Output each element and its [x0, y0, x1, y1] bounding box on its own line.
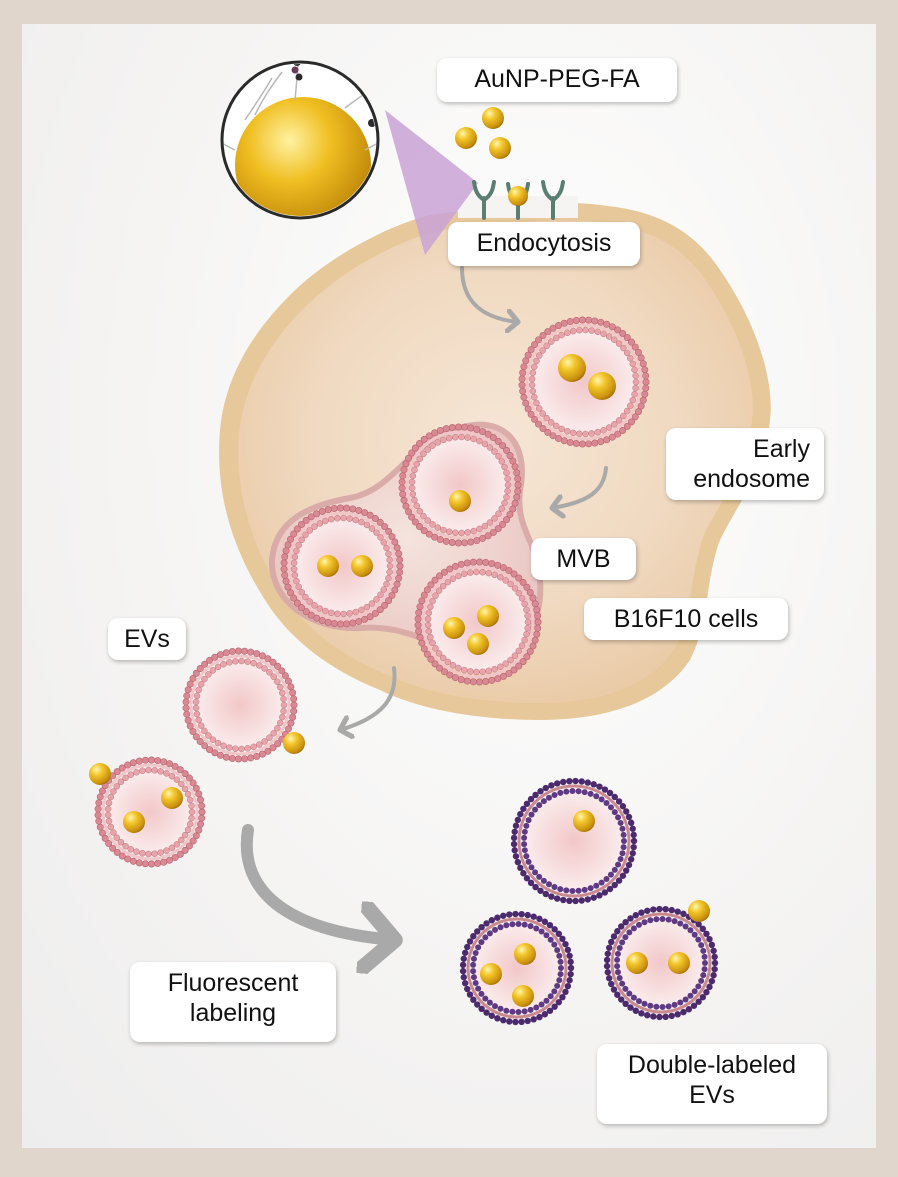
- free-nanoparticles: [455, 107, 511, 159]
- gold-nanoparticle-icon: [512, 985, 534, 1007]
- zoom-cone: [385, 110, 478, 255]
- gold-nanoparticle-icon: [449, 490, 471, 512]
- vesicle-icon: [280, 504, 404, 628]
- gold-nanoparticle-icon: [443, 617, 465, 639]
- label-aunp-peg-fa: AuNP-PEG-FA: [437, 58, 677, 102]
- gold-nanoparticle-icon: [482, 107, 504, 129]
- gold-nanoparticle-icon: [317, 555, 339, 577]
- label-fluorescent-labeling: Fluorescent labeling: [130, 962, 336, 1042]
- gold-nanoparticle-icon: [573, 810, 595, 832]
- label-double-labeled-evs: Double-labeled EVs: [597, 1044, 827, 1124]
- gold-nanoparticle-icon: [351, 555, 373, 577]
- gold-nanoparticle-icon: [489, 137, 511, 159]
- label-early-endosome: Early endosome: [666, 428, 824, 500]
- label-mvb: MVB: [531, 538, 636, 580]
- folate-receptor-icon: [472, 180, 496, 220]
- gold-nanoparticle-icon: [467, 633, 489, 655]
- vesicle-icon: [398, 423, 522, 547]
- vesicle-icon: [459, 910, 575, 1026]
- vesicle-icon: [414, 558, 542, 686]
- gold-nanoparticle-icon: [455, 127, 477, 149]
- label-endocytosis: Endocytosis: [448, 222, 640, 266]
- label-b16f10-cells: B16F10 cells: [584, 598, 788, 640]
- curved-arrow-icon: [240, 824, 395, 940]
- nanoparticle-zoom-inset: [220, 60, 380, 220]
- vesicle-icon: [510, 777, 638, 905]
- gold-nanoparticle-icon: [588, 372, 616, 400]
- vesicles: [89, 316, 719, 1026]
- gold-nanoparticle-icon: [514, 943, 536, 965]
- gold-nanoparticle-icon: [558, 354, 586, 382]
- curved-arrow-icon: [460, 266, 518, 322]
- label-evs: EVs: [108, 618, 186, 660]
- vesicle-icon: [89, 756, 206, 868]
- gold-nanoparticle-icon: [477, 605, 499, 627]
- gold-nanoparticle-icon: [161, 787, 183, 809]
- gold-nanoparticle-icon: [668, 952, 690, 974]
- gold-nanoparticle-icon: [480, 963, 502, 985]
- curved-arrow-icon: [552, 466, 608, 508]
- vesicle-icon: [518, 316, 650, 448]
- gold-nanoparticle-icon: [508, 186, 528, 206]
- gold-nanoparticle-icon: [89, 763, 111, 785]
- curved-arrow-icon: [340, 666, 397, 730]
- gold-nanoparticle-icon: [123, 811, 145, 833]
- folate-receptor-icon: [541, 180, 565, 220]
- gold-nanoparticle-icon: [626, 952, 648, 974]
- arrows: [240, 266, 608, 940]
- vesicle-icon: [603, 900, 719, 1021]
- gold-nanoparticle-icon: [283, 732, 305, 754]
- gold-nanoparticle-icon: [688, 900, 710, 922]
- vesicle-icon: [182, 647, 305, 763]
